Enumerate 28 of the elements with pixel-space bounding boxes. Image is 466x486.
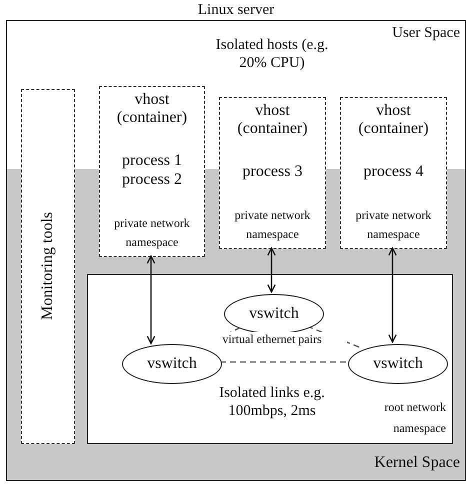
box-note: private network namespace [234, 206, 312, 243]
box-note: private network namespace [113, 214, 191, 251]
double-arrow [388, 247, 397, 343]
container-box [340, 97, 447, 249]
switch-node: vswitch [122, 344, 222, 384]
namespace-box [87, 274, 453, 444]
double-arrow [267, 247, 276, 293]
box-heading: vhost (container) [236, 102, 309, 139]
box-note: root network namespace [383, 399, 446, 437]
box-heading: Linux server [196, 1, 276, 20]
box-label: Monitoring tools [39, 212, 57, 320]
box-note: private network namespace [354, 206, 432, 243]
container-box [99, 86, 205, 257]
switch-node: vswitch [224, 294, 324, 334]
monitoring-box [21, 89, 75, 444]
switch-node: vswitch [348, 344, 448, 384]
region-label: Kernel Space [374, 454, 460, 472]
process-list: process 1 process 2 [102, 152, 202, 190]
double-arrow [146, 255, 156, 344]
container-box [219, 97, 326, 249]
group-label: Isolated hosts (e.g. 20% CPU) [214, 36, 330, 72]
process-list: process 3 [242, 163, 302, 182]
region-label: User Space [392, 25, 460, 42]
box-heading: vhost (container) [116, 91, 188, 128]
box-heading: vhost (container) [357, 102, 430, 139]
link-label: virtual ethernet pairs [197, 332, 347, 347]
process-list: process 4 [364, 163, 424, 182]
connector-line [220, 361, 346, 363]
